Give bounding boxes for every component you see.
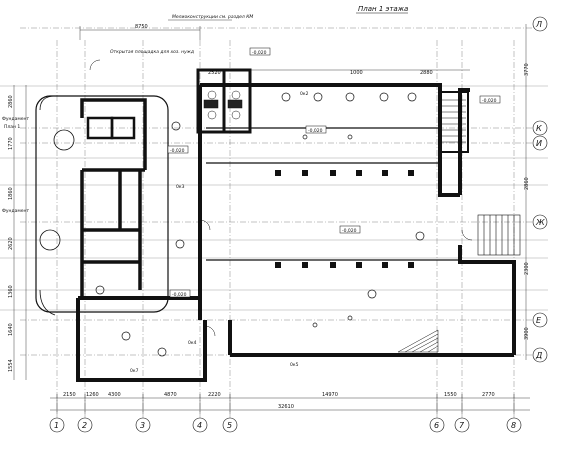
left-wing-rounded-outline [35,95,169,313]
plan-title: План 1 этажа [358,5,408,13]
dim-bottom-3: 4300 [108,392,121,398]
left-dimension-lines [13,85,27,380]
right-stair-block [439,91,469,153]
dim-left-4: 2620 [8,237,14,250]
right-axis-bubbles [532,16,548,363]
dim-right-3: 2300 [524,262,530,275]
side-label-2: План 1 [4,124,20,130]
dim-left-3: 1860 [8,187,14,200]
level-3: -0,020 [170,148,185,154]
lower-annex-walls [76,296,207,382]
dim-bottom-7: 1550 [444,392,457,398]
axis-label-Zh: Ж [535,218,545,227]
right-stair-treads [442,99,466,143]
room-label-ox5: 0к5 [290,362,299,368]
axis-label-1: 1 [54,421,59,430]
dim-bottom-4: 4870 [164,392,177,398]
lower-stair [397,329,439,353]
dim-top-1: 8750 [135,24,148,30]
bottom-axis-bubbles [49,417,522,433]
axis-label-6: 6 [434,421,439,430]
service-block-fixtures [203,90,243,120]
room-label-ox7: 0к7 [130,368,139,374]
room-label-ox4: 0к4 [188,340,197,346]
door-swings [89,59,473,337]
dim-bottom-2: 1260 [86,392,99,398]
left-room-columns [86,116,136,140]
ceiling-fixtures [95,92,425,357]
dim-left-5: 1360 [8,285,14,298]
dim-top-4: 2880 [420,70,433,76]
dim-right-1: 3770 [524,63,530,76]
level-4: -0,020 [342,228,357,234]
dim-bottom-6: 14970 [322,392,338,398]
dim-top-3: 1000 [350,70,363,76]
hall-columns [275,170,414,268]
axis-label-L: Л [535,20,542,29]
axis-label-K: К [536,124,542,133]
side-label-3: Фундамент [2,208,29,214]
note-structures: Мелиоконструкции см. раздел КМ [172,14,253,20]
axis-label-5: 5 [227,421,232,430]
dim-bottom-total: 32610 [278,404,294,410]
axis-label-3: 3 [140,421,145,430]
dim-bottom-8: 2770 [482,392,495,398]
dim-top-2: 2520 [208,70,221,76]
level-6: -0,020 [482,98,497,104]
left-wing-walls [80,98,147,300]
dim-left-6: 1640 [8,323,14,336]
top-dimension-lines [79,26,470,71]
axis-label-E: Е [536,316,542,325]
dim-bottom-1: 2150 [63,392,76,398]
axis-label-7: 7 [459,421,465,430]
dim-right-4: 3900 [524,327,530,340]
dim-bottom-5: 2220 [208,392,221,398]
level-1: -0,020 [252,50,267,56]
axis-label-I: И [536,139,542,148]
level-markers [167,47,501,298]
bottom-dimension-lines [50,394,530,414]
level-2: -0,020 [308,128,323,134]
dim-right-2: 2860 [524,177,530,190]
note-open-area: Открытая площадка для хоз. нужд [110,49,194,55]
dim-left-7: 1554 [8,359,14,372]
dim-left-1: 2860 [8,95,14,108]
axis-label-D: Д [535,351,542,360]
dim-left-2: 1770 [8,137,14,150]
axis-label-8: 8 [511,421,516,430]
room-label-ox3: 0к3 [176,184,185,190]
room-label-ox2: 0к2 [300,91,309,97]
level-5: -0,020 [172,292,187,298]
axis-label-2: 2 [82,421,87,430]
axis-label-4: 4 [197,421,202,430]
side-label-1: Фундамент [2,116,29,122]
left-round-elements [39,95,75,316]
entrance-stair-right [477,214,521,256]
